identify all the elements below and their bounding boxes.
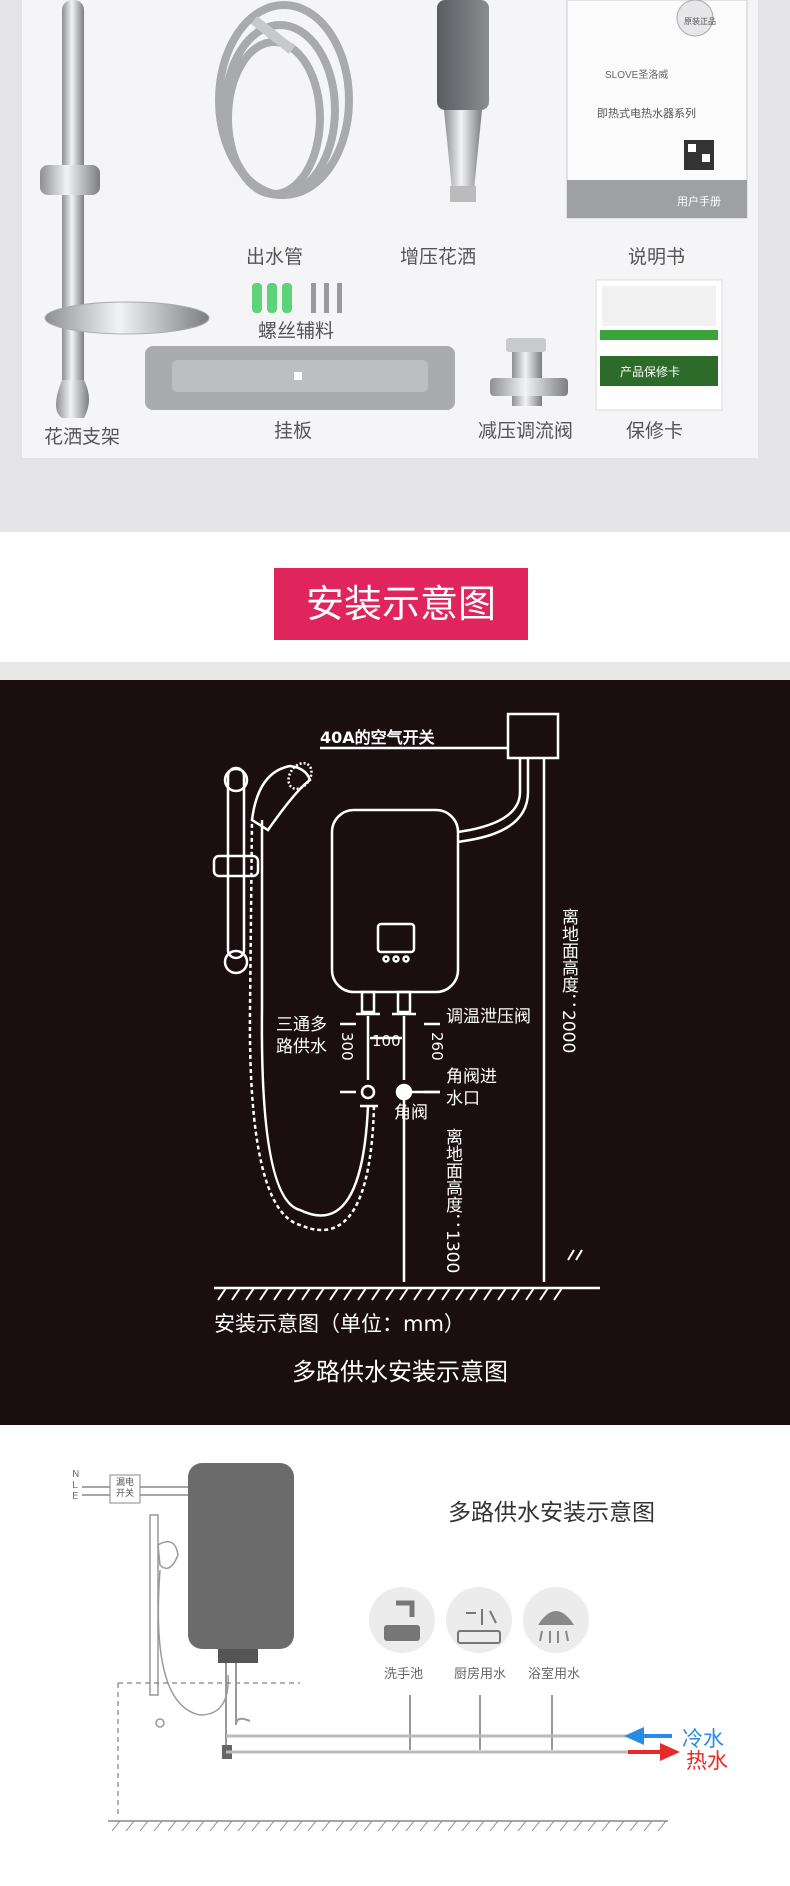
warranty-card-title: 产品保修卡 bbox=[620, 364, 680, 379]
wire-l: L bbox=[72, 1480, 78, 1491]
temp-valve-label: 调温泄压阀 bbox=[446, 1007, 531, 1027]
multi-route-title: 多路供水安装示意图 bbox=[448, 1500, 655, 1526]
leakage-switch-label: 漏电开关 bbox=[115, 1478, 134, 1499]
fixture-label-kitchen: 厨房用水 bbox=[454, 1667, 507, 1682]
unit-caption: 安装示意图（单位：mm） bbox=[214, 1312, 465, 1336]
hot-water-arrow bbox=[628, 1743, 680, 1761]
install-diagram-drawing bbox=[212, 712, 600, 1301]
hose-icon bbox=[215, 1, 353, 199]
label-valve: 减压调流阀 bbox=[478, 420, 574, 442]
manual-icon: SLOVE圣洛威 即热式电热水器系列 用户手册 原装正品 bbox=[566, 0, 748, 219]
shower-icon bbox=[523, 1587, 589, 1653]
shower-hose bbox=[260, 820, 370, 1217]
label-bracket: 挂板 bbox=[274, 420, 313, 442]
cold-water-arrow bbox=[624, 1727, 672, 1745]
label-manual: 说明书 bbox=[628, 246, 686, 268]
label-shower-head: 增压花洒 bbox=[400, 246, 477, 268]
height-2000-label: 离地面高度：2000 bbox=[558, 908, 578, 1054]
valve-icon bbox=[490, 338, 568, 406]
shower-rail-icon bbox=[40, 0, 210, 418]
heater-icon bbox=[330, 808, 460, 994]
manual-footer: 用户手册 bbox=[677, 194, 721, 208]
shower-head-icon bbox=[250, 764, 312, 832]
tee-label: 三通多路供水 bbox=[276, 1015, 327, 1057]
manual-series: 即热式电热水器系列 bbox=[597, 106, 696, 120]
angle-valve-label: 角阀 bbox=[394, 1103, 428, 1123]
air-switch-icon bbox=[506, 712, 560, 760]
shower-set-icon bbox=[149, 1514, 229, 1728]
diagram-caption: 多路供水安装示意图 bbox=[292, 1358, 508, 1386]
wire-labels: N L E bbox=[72, 1469, 82, 1502]
manual-brand: SLOVE圣洛威 bbox=[605, 68, 668, 81]
section-title: 安装示意图 bbox=[274, 568, 528, 640]
screws-icon bbox=[252, 283, 342, 313]
multi-route-drawing bbox=[82, 1463, 680, 1832]
install-diagram-section: 40A的空气开关 离地面高度：2000 离地面高度：1300 三通多路供水 调温… bbox=[0, 680, 790, 1425]
divider bbox=[0, 662, 790, 680]
dim-260: 260 bbox=[428, 1032, 446, 1061]
dim-100: 100 bbox=[372, 1032, 401, 1050]
fixture-label-basin: 洗手池 bbox=[384, 1667, 424, 1682]
cold-water-label: 冷水 bbox=[682, 1727, 724, 1751]
dim-300: 300 bbox=[338, 1032, 356, 1061]
floor-hatch bbox=[111, 1820, 667, 1832]
basin-icon bbox=[369, 1587, 435, 1653]
wire-n: N bbox=[72, 1469, 80, 1480]
label-hose: 出水管 bbox=[246, 246, 304, 268]
manual-badge: 原装正品 bbox=[684, 16, 716, 26]
angle-valve-inlet-label: 角阀进水口 bbox=[446, 1067, 497, 1109]
wire-e: E bbox=[72, 1491, 79, 1502]
shower-head-icon bbox=[437, 0, 489, 202]
hot-water-label: 热水 bbox=[686, 1749, 728, 1773]
label-screws: 螺丝辅料 bbox=[258, 320, 335, 342]
mounting-bracket-icon bbox=[145, 346, 455, 410]
air-switch-label: 40A的空气开关 bbox=[320, 728, 435, 747]
warranty-card-icon: 产品保修卡 bbox=[595, 279, 723, 411]
fixture-label-shower: 浴室用水 bbox=[528, 1667, 581, 1682]
floor-hatch bbox=[217, 1249, 583, 1301]
power-cable bbox=[457, 758, 530, 844]
kitchen-icon bbox=[446, 1587, 512, 1653]
heater-icon bbox=[188, 1463, 294, 1649]
multi-route-section: N L E 漏电开关 多路供水安装示意图 洗手池 厨房用水 浴室用水 冷水 热水 bbox=[0, 1425, 790, 1882]
parts-photo-area: SLOVE圣洛威 即热式电热水器系列 用户手册 原装正品 bbox=[22, 0, 758, 458]
label-rail: 花洒支架 bbox=[44, 426, 121, 448]
parts-illustration: SLOVE圣洛威 即热式电热水器系列 用户手册 原装正品 bbox=[40, 0, 748, 418]
height-1300-label: 离地面高度：1300 bbox=[442, 1128, 462, 1274]
shower-rail-icon bbox=[226, 766, 246, 960]
leakage-switch-icon bbox=[109, 1474, 141, 1504]
label-warranty: 保修卡 bbox=[626, 420, 684, 442]
